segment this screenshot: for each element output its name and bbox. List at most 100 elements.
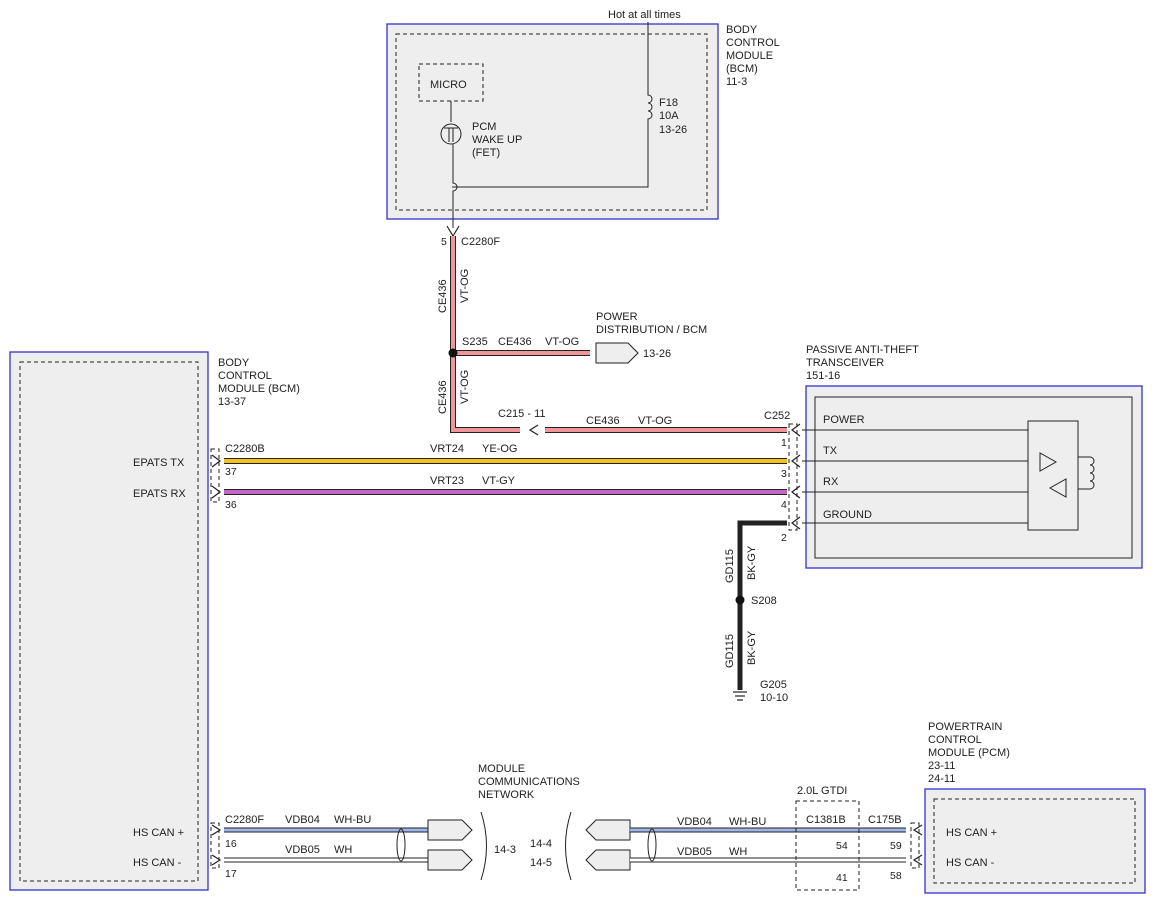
epats-tx-terminal-icon: [211, 454, 221, 468]
fet-line1: PCM: [472, 121, 496, 133]
pats-antenna-coil-icon: [1078, 456, 1095, 490]
network-right-ref-2: 14-5: [530, 857, 552, 869]
pcm-module: [924, 788, 1146, 894]
vrt24-color: YE-OG: [482, 443, 517, 455]
bcm-left-title-4: 13-37: [218, 396, 246, 408]
can-minus-left-arrow-icon: [427, 849, 473, 871]
power-distribution-title-2: DISTRIBUTION / BCM: [596, 324, 707, 336]
engine-option-label: 2.0L GTDI: [797, 785, 847, 797]
s235-branch-circuit: CE436: [498, 336, 532, 348]
splice-s235-label: S235: [462, 336, 488, 348]
wire-gd115: [737, 520, 787, 690]
pats-title-1: PASSIVE ANTI-THEFT: [806, 344, 919, 356]
pcm-title-3: MODULE (PCM): [928, 747, 1010, 759]
fuse-name: F18: [659, 97, 678, 109]
pcm-pin-hs-can-plus: HS CAN +: [946, 827, 997, 839]
pats-tx-driver-icon: [1039, 452, 1058, 472]
vdb05-right-color: WH: [729, 846, 747, 858]
bcm-pin-epats-rx: EPATS RX: [133, 488, 186, 500]
svg-text:MODULE: MODULE: [726, 50, 773, 62]
c1381b-pin-54: 54: [836, 840, 848, 852]
pcm-pin-hs-can-minus: HS CAN -: [946, 857, 995, 869]
bcm-left-module: [9, 351, 209, 891]
bcm-left-title-2: CONTROL: [218, 370, 272, 382]
pcm-title-4: 23-11: [928, 760, 955, 772]
fet-icon: [440, 123, 462, 145]
ce436-vert-color: VT-OG: [459, 269, 471, 303]
bcm-left-box: [9, 351, 209, 891]
ce436-pats-color: VT-OG: [638, 415, 672, 427]
epats-rx-terminal-icon: [211, 485, 221, 499]
can-minus-right-arrow-icon: [585, 849, 631, 871]
c175b-pin-59: 59: [890, 840, 902, 852]
vdb05-left-circuit: VDB05: [285, 844, 320, 856]
fet-output-wire: [452, 144, 458, 228]
can-plus-right-arrow-icon: [585, 819, 631, 841]
fuse-rating: 10A: [659, 110, 679, 122]
ce436-vert-circuit: CE436: [437, 279, 449, 313]
bcm-top-title: BODY CONTROL MODULE (BCM) 11-3: [726, 24, 780, 88]
network-left-bracket: [480, 811, 487, 881]
wire-ce436: [450, 236, 787, 433]
c252-pin-2: 2: [781, 532, 787, 544]
c252-label: C252: [764, 410, 790, 422]
network-title-1: MODULE: [478, 763, 525, 775]
network-right-bracket: [565, 811, 572, 881]
c2280f-bottom-label: C2280F: [225, 814, 264, 826]
c2280f-top-pin: 5: [441, 236, 447, 248]
bcm-left-title-1: BODY: [218, 357, 250, 369]
network-right-ref-1: 14-4: [530, 838, 552, 850]
c2280b-label: C2280B: [225, 443, 265, 455]
vdb04-left-color: WH-BU: [334, 814, 371, 826]
vdb05-left-color: WH: [334, 844, 352, 856]
pats-title-2: TRANSCEIVER: [806, 357, 884, 369]
c252-pin-4: 4: [781, 499, 787, 511]
bcm-pin-epats-tx: EPATS TX: [133, 457, 185, 469]
ce436-lower-color: VT-OG: [459, 370, 471, 404]
gd115-upper-color: BK-GY: [746, 545, 758, 580]
svg-text:11-3: 11-3: [726, 76, 747, 88]
pats-pin-ground: GROUND: [823, 509, 872, 521]
ground-g205-ref: 10-10: [760, 692, 788, 704]
ground-g205-icon: [733, 691, 747, 701]
c215-label: C215 - 11: [498, 408, 546, 420]
vdb04-left-circuit: VDB04: [285, 814, 320, 826]
supply-label: Hot at all times: [608, 9, 681, 21]
network-title-2: COMMUNICATIONS: [478, 776, 580, 788]
micro-label: MICRO: [430, 79, 467, 91]
power-distribution-ref: 13-26: [643, 348, 671, 360]
c2280b-pin-36: 36: [225, 499, 237, 511]
network-title-3: NETWORK: [478, 789, 535, 801]
fuse-f18-symbol: [452, 22, 653, 188]
c1381b-label: C1381B: [806, 814, 846, 826]
pcm-title-1: POWERTRAIN: [928, 721, 1002, 733]
pcm-can-minus-terminal-icon: [912, 854, 923, 866]
gd115-upper-circuit: GD115: [724, 549, 736, 583]
fet-line2: WAKE UP: [472, 134, 522, 146]
c2280b-pin-37: 37: [225, 466, 237, 478]
twisted-pair-left-icon: [396, 828, 406, 862]
hs-can-plus-terminal-icon: [211, 824, 222, 836]
c2280f-top-label: C2280F: [461, 236, 500, 248]
c215-terminal-icon: [528, 424, 539, 436]
ce436-pats-circuit: CE436: [586, 415, 620, 427]
power-distribution-arrow-icon: [595, 342, 639, 364]
bcm-top-module: MICRO Hot at all times F18 10A 13-26 PCM…: [386, 9, 719, 228]
splice-s208-label: S208: [751, 595, 777, 607]
c252-pin1-terminal: [791, 423, 801, 437]
c252-pin3-terminal: [791, 454, 801, 468]
pats-pin-power: POWER: [823, 414, 865, 426]
vrt24-circuit: VRT24: [430, 443, 464, 455]
c2280f-bottom-connector-icon: [210, 822, 220, 869]
fet-line3: (FET): [472, 147, 500, 159]
s235-branch-color: VT-OG: [545, 336, 579, 348]
vdb04-right-color: WH-BU: [729, 816, 766, 828]
vrt23-circuit: VRT23: [430, 475, 464, 487]
bcm-pin-hs-can-minus: HS CAN -: [133, 857, 182, 869]
pcm-can-plus-terminal-icon: [912, 824, 923, 836]
bcm-left-title-3: MODULE (BCM): [218, 383, 300, 395]
gd115-lower-color: BK-GY: [746, 630, 758, 665]
ce436-lower-circuit: CE436: [437, 380, 449, 414]
hs-can-minus-terminal-icon: [211, 854, 222, 866]
